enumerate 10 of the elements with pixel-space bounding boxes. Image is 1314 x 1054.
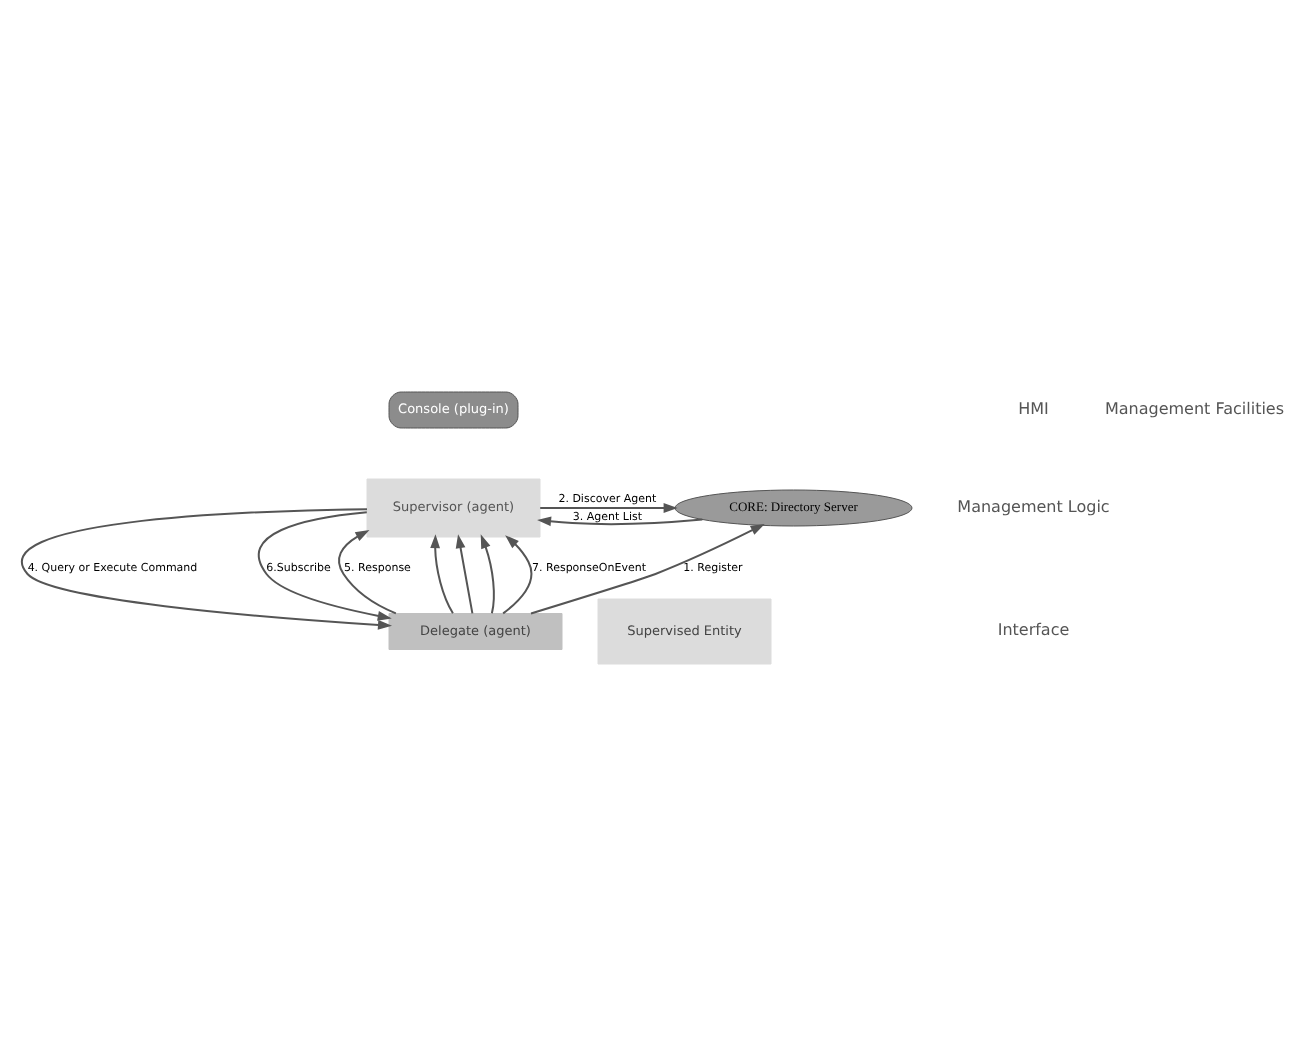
arrow bbox=[338, 529, 397, 614]
arrow bbox=[537, 515, 704, 526]
arrow bbox=[20, 507, 392, 629]
arrow bbox=[539, 502, 678, 512]
arrow bbox=[455, 533, 474, 614]
arrow bbox=[480, 533, 495, 614]
arrow bbox=[430, 533, 454, 614]
arrow bbox=[530, 523, 765, 614]
arrow bbox=[502, 534, 533, 614]
arrow bbox=[257, 510, 392, 620]
